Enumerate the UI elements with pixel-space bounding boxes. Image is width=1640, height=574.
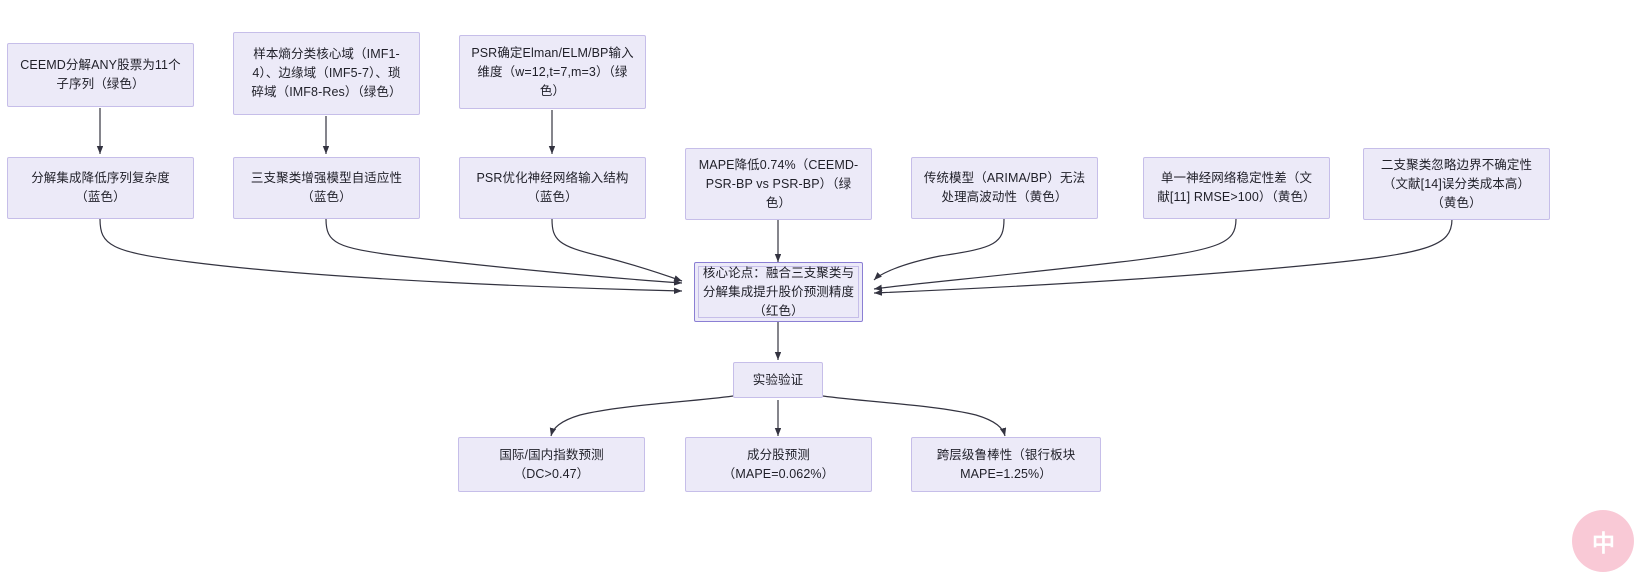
node-core-claim-inner: 核心论点：融合三支聚类与 分解集成提升股价预测精度 （红色） [698,266,859,318]
node-core-claim-label: 核心论点：融合三支聚类与 分解集成提升股价预测精度 （红色） [702,265,855,318]
edge-singlenn-to-core [873,218,1237,291]
node-two-way-cluster-label: 二支聚类忽略边界不确定性 （文献[14]误分类成本高） （黄色） [1380,157,1533,210]
node-index-forecast[interactable]: 国际/国内指数预测 （DC>0.47） [458,437,645,492]
edge-traditional-to-core [873,218,1005,281]
node-sample-entropy-label: 样本熵分类核心域（IMF1- 4）、边缘域（IMF5-7）、琐 碎域（IMF8-… [251,47,402,99]
edge-experiment-to-index [549,395,734,437]
node-three-way-adaptive[interactable]: 三支聚类增强模型自适应性 （蓝色） [233,157,420,219]
node-single-nn[interactable]: 单一神经网络稳定性差（文 献[11] RMSE>100）（黄色） [1143,157,1330,219]
node-constituent-forecast[interactable]: 成分股预测 （MAPE=0.062%） [685,437,872,492]
node-traditional-model[interactable]: 传统模型（ARIMA/BP）无法 处理高波动性（黄色） [911,157,1098,219]
node-mape-drop-label: MAPE降低0.74%（CEEMD- PSR-BP vs PSR-BP）（绿 色… [698,157,859,210]
node-three-way-adaptive-label: 三支聚类增强模型自适应性 （蓝色） [250,171,403,204]
node-psr-dimension[interactable]: PSR确定Elman/ELM/BP输入 维度（w=12,t=7,m=3）（绿 色… [459,35,646,109]
node-mape-drop[interactable]: MAPE降低0.74%（CEEMD- PSR-BP vs PSR-BP）（绿 色… [685,148,872,220]
node-ceemd-decompose-label: CEEMD分解ANY股票为11个 子序列（绿色） [20,58,181,91]
node-sample-entropy[interactable]: 样本熵分类核心域（IMF1- 4）、边缘域（IMF5-7）、琐 碎域（IMF8-… [233,32,420,115]
node-experiment[interactable]: 实验验证 [733,362,823,398]
node-psr-dimension-label: PSR确定Elman/ELM/BP输入 维度（w=12,t=7,m=3）（绿 色… [471,45,634,98]
node-ceemd-decompose[interactable]: CEEMD分解ANY股票为11个 子序列（绿色） [7,43,194,107]
edge-reduce-to-core [99,218,683,295]
node-two-way-cluster[interactable]: 二支聚类忽略边界不确定性 （文献[14]误分类成本高） （黄色） [1363,148,1550,220]
edge-twoway-to-core [873,218,1453,296]
watermark-badge: 中 [1572,510,1634,572]
node-cross-level-robust[interactable]: 跨层级鲁棒性（银行板块 MAPE=1.25%） [911,437,1101,492]
edge-experiment-to-robust [822,395,1007,437]
node-reduce-complexity-label: 分解集成降低序列复杂度 （蓝色） [31,171,170,204]
edge-threeway-to-core [325,218,683,286]
node-psr-optimize[interactable]: PSR优化神经网络输入结构 （蓝色） [459,157,646,219]
node-cross-level-robust-label: 跨层级鲁棒性（银行板块 MAPE=1.25%） [936,447,1076,481]
edge-psropt-to-core [551,218,683,282]
node-experiment-label: 实验验证 [752,372,804,387]
watermark-text: 中 [1592,530,1615,556]
node-core-claim[interactable]: 核心论点：融合三支聚类与 分解集成提升股价预测精度 （红色） [694,262,863,322]
node-single-nn-label: 单一神经网络稳定性差（文 献[11] RMSE>100）（黄色） [1157,171,1316,204]
node-index-forecast-label: 国际/国内指数预测 （DC>0.47） [499,447,604,481]
node-constituent-forecast-label: 成分股预测 （MAPE=0.062%） [722,447,835,481]
node-traditional-model-label: 传统模型（ARIMA/BP）无法 处理高波动性（黄色） [923,171,1086,204]
node-psr-optimize-label: PSR优化神经网络输入结构 （蓝色） [476,171,629,204]
node-reduce-complexity[interactable]: 分解集成降低序列复杂度 （蓝色） [7,157,194,219]
